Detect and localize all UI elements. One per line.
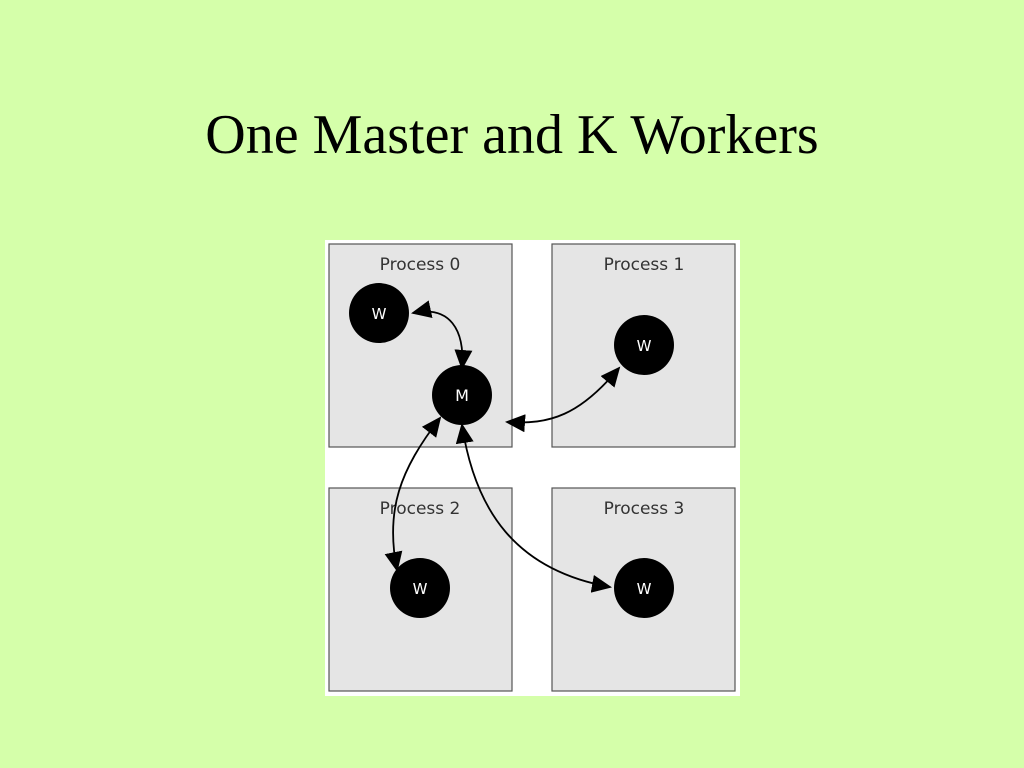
process-diagram: Process 0 Process 1 Process 2 Process 3 … — [325, 240, 740, 696]
edge-master-worker-3 — [455, 423, 612, 593]
slide-title: One Master and K Workers — [205, 104, 819, 166]
worker-node-1: W — [614, 315, 674, 375]
process-label-2: Process 2 — [380, 499, 461, 519]
process-label-1: Process 1 — [604, 255, 685, 275]
worker-node-label-0: W — [372, 305, 387, 323]
process-label-3: Process 3 — [604, 499, 685, 519]
worker-node-label-3: W — [637, 580, 652, 598]
worker-node-0: W — [349, 283, 409, 343]
process-label-0: Process 0 — [380, 255, 461, 275]
edge-master-worker-1 — [505, 366, 621, 433]
edge-master-worker-0 — [411, 300, 473, 370]
master-node: M — [432, 365, 492, 425]
worker-node-3: W — [614, 558, 674, 618]
master-node-label: M — [455, 386, 469, 405]
worker-node-label-1: W — [637, 337, 652, 355]
process-box-0: Process 0 — [328, 243, 513, 448]
edge-master-worker-2 — [384, 416, 442, 572]
worker-node-label-2: W — [413, 580, 428, 598]
worker-node-2: W — [390, 558, 450, 618]
